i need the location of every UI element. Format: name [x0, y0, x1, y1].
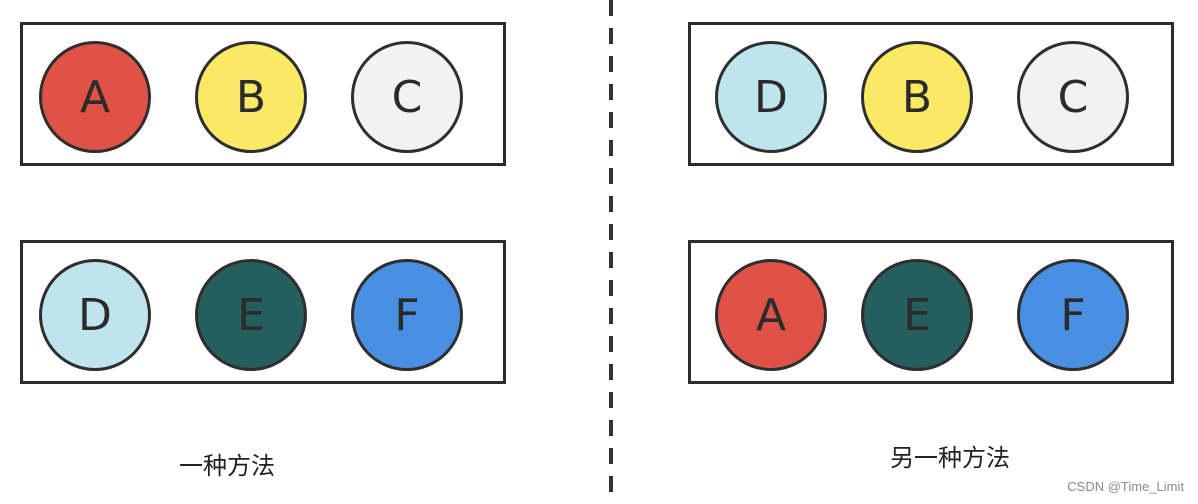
circle-right-bottom-2: E [861, 259, 973, 371]
circle-right-top-3: C [1017, 41, 1129, 153]
right-caption: 另一种方法 [890, 444, 1010, 472]
right-bottom-box: A E F [688, 240, 1174, 384]
right-top-box: D B C [688, 22, 1174, 166]
circle-right-bottom-1: A [715, 259, 827, 371]
left-bottom-box: D E F [20, 240, 506, 384]
left-caption: 一种方法 [179, 452, 275, 480]
circle-right-bottom-3: F [1017, 259, 1129, 371]
circle-left-bottom-1: D [39, 259, 151, 371]
left-top-box: A B C [20, 22, 506, 166]
dashed-divider [609, 0, 613, 504]
circle-left-bottom-2: E [195, 259, 307, 371]
circle-left-top-1: A [39, 41, 151, 153]
circle-left-top-2: B [195, 41, 307, 153]
circle-right-top-2: B [861, 41, 973, 153]
circle-left-bottom-3: F [351, 259, 463, 371]
circle-left-top-3: C [351, 41, 463, 153]
circle-right-top-1: D [715, 41, 827, 153]
csdn-watermark: CSDN @Time_Limit [1067, 479, 1184, 494]
